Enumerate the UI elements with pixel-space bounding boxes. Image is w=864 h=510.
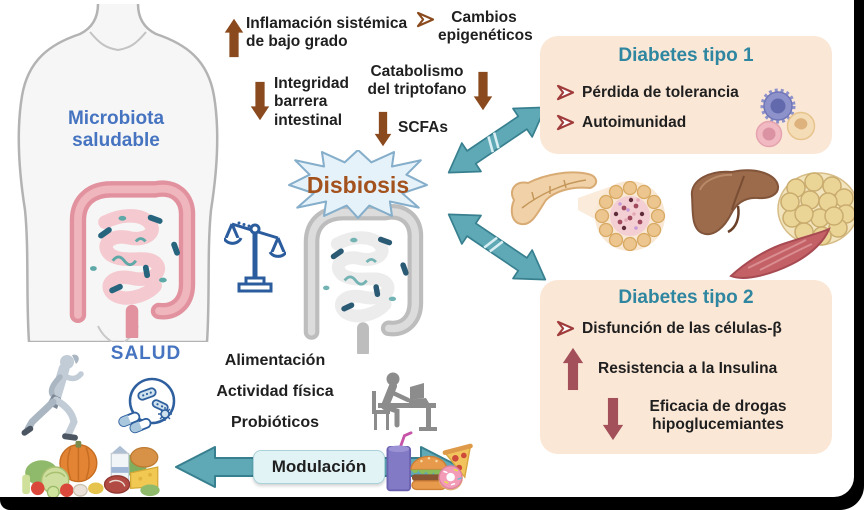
diabetes-type2-panel: Diabetes tipo 2 Disfunción de las célula…: [540, 280, 832, 454]
figure-canvas: Microbiota saludable SALUD Disbiosis Inf…: [0, 0, 854, 497]
dt1-bullet-tolerance: Pérdida de tolerancia: [582, 84, 739, 101]
sedentary-desk-icon: [372, 372, 437, 431]
arrow-down-icon: [473, 70, 493, 112]
adipose-icon: [777, 172, 854, 246]
healthy-gut-icon: [52, 172, 212, 338]
chevron-icon: [416, 11, 435, 28]
factor-barrier: Integridad barrera intestinal: [274, 75, 349, 129]
arrow-up-icon: [562, 346, 584, 392]
chevron-icon: [556, 320, 575, 337]
pancreas-icon: [510, 171, 598, 226]
salud-label: SALUD: [110, 343, 182, 364]
liver-icon: [690, 169, 780, 236]
arrow-down-icon: [602, 396, 624, 442]
diabetes-type1-panel: Diabetes tipo 1 Pérdida de tolerancia Au…: [540, 36, 832, 154]
islet-zoom-icon: [578, 180, 666, 252]
dt2-bullet-drugs: Eficacia de drogas hipoglucemiantes: [649, 398, 787, 434]
microbiota-label: Microbiota saludable: [67, 108, 165, 152]
factor-tryptophan: Catabolismo del triptofano: [367, 63, 467, 99]
chevron-icon: [556, 114, 575, 131]
balance-scale-icon: [224, 221, 286, 293]
arrow-down-icon: [374, 110, 392, 148]
dysbiosis-label: Disbiosis: [306, 172, 410, 198]
dt2-bullet-beta-cells: Disfunción de las células-β: [582, 320, 782, 337]
modulation-factor-diet: Alimentación: [224, 352, 326, 369]
arrow-up-icon: [224, 16, 244, 60]
muscle-icon: [729, 227, 831, 279]
diabetes-type1-title: Diabetes tipo 1: [618, 45, 754, 66]
diabetes-type2-title: Diabetes tipo 2: [618, 287, 754, 308]
dysbiosis-starburst-icon: [288, 150, 428, 219]
runner-icon: [21, 354, 84, 441]
dt1-bullet-autoimmunity: Autoimunidad: [582, 114, 687, 131]
healthy-food-icon: [22, 440, 160, 497]
chevron-icon: [556, 84, 575, 101]
arrow-down-icon: [250, 76, 270, 126]
factor-epigenetics: Cambios epigenéticos: [438, 9, 533, 45]
modulation-label: Modulación: [253, 450, 385, 484]
probiotics-icon: [118, 377, 176, 434]
modulation-factor-probiotics: Probióticos: [230, 414, 319, 431]
dt2-bullet-insulin: Resistencia a la Insulina: [598, 360, 778, 377]
factor-scfas: SCFAs: [398, 119, 448, 136]
fast-food-icon: [386, 431, 473, 492]
human-torso-icon: [17, 4, 219, 342]
immune-cells-icon: [755, 88, 816, 148]
factor-inflammation: Inflamación sistémica de bajo grado: [246, 15, 408, 51]
modulation-factor-exercise: Actividad física: [216, 383, 334, 400]
